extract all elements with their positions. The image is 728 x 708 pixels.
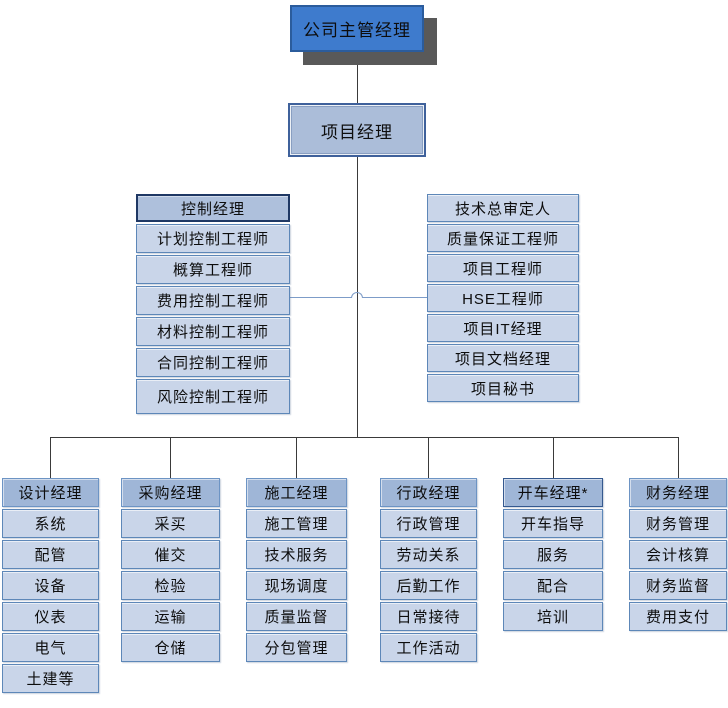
design-item: 设备 xyxy=(2,571,99,600)
company-chief-manager-box: 公司主管经理 xyxy=(290,5,424,52)
procurement-branch-header: 采购经理 xyxy=(121,478,220,507)
admin-item: 日常接待 xyxy=(380,602,477,631)
connector-drop-5 xyxy=(553,437,554,478)
construction-item: 现场调度 xyxy=(246,571,347,600)
admin-item: 劳动关系 xyxy=(380,540,477,569)
connector-drop-2 xyxy=(170,437,171,478)
connector-drop-6 xyxy=(678,437,679,478)
connector-drop-4 xyxy=(428,437,429,478)
staff-item: 项目文档经理 xyxy=(427,344,579,372)
staff-item: 项目IT经理 xyxy=(427,314,579,342)
design-branch-header: 设计经理 xyxy=(2,478,99,507)
admin-item: 工作活动 xyxy=(380,633,477,662)
finance-item: 财务管理 xyxy=(629,509,727,538)
connector-cross-left xyxy=(290,297,351,298)
finance-item: 会计核算 xyxy=(629,540,727,569)
control-item: 材料控制工程师 xyxy=(136,317,290,346)
control-item: 概算工程师 xyxy=(136,255,290,284)
admin-item: 行政管理 xyxy=(380,509,477,538)
procurement-branch: 采购经理 采买 催交 检验 运输 仓储 xyxy=(121,478,220,662)
commissioning-branch-header: 开车经理* xyxy=(503,478,603,507)
admin-branch: 行政经理 行政管理 劳动关系 后勤工作 日常接待 工作活动 xyxy=(380,478,477,662)
admin-branch-header: 行政经理 xyxy=(380,478,477,507)
procurement-item: 采买 xyxy=(121,509,220,538)
procurement-item: 仓储 xyxy=(121,633,220,662)
construction-item: 质量监督 xyxy=(246,602,347,631)
staff-branch: 技术总审定人 质量保证工程师 项目工程师 HSE工程师 项目IT经理 项目文档经… xyxy=(427,194,579,402)
control-item: 费用控制工程师 xyxy=(136,286,290,315)
control-item: 计划控制工程师 xyxy=(136,224,290,253)
design-item: 电气 xyxy=(2,633,99,662)
commissioning-item: 服务 xyxy=(503,540,603,569)
construction-branch-header: 施工经理 xyxy=(246,478,347,507)
design-item: 土建等 xyxy=(2,664,99,693)
staff-item: 项目工程师 xyxy=(427,254,579,282)
staff-item: 项目秘书 xyxy=(427,374,579,402)
connector-cross-right xyxy=(363,297,427,298)
finance-branch: 财务经理 财务管理 会计核算 财务监督 费用支付 xyxy=(629,478,727,631)
procurement-item: 运输 xyxy=(121,602,220,631)
staff-item: 质量保证工程师 xyxy=(427,224,579,252)
construction-branch: 施工经理 施工管理 技术服务 现场调度 质量监督 分包管理 xyxy=(246,478,347,662)
connector-top-vertical xyxy=(357,52,358,103)
construction-item: 分包管理 xyxy=(246,633,347,662)
connector-hop-arc xyxy=(351,292,363,298)
control-item: 风险控制工程师 xyxy=(136,379,290,414)
commissioning-item: 培训 xyxy=(503,602,603,631)
finance-item: 财务监督 xyxy=(629,571,727,600)
control-branch-header: 控制经理 xyxy=(136,194,290,222)
finance-branch-header: 财务经理 xyxy=(629,478,727,507)
design-branch: 设计经理 系统 配管 设备 仪表 电气 土建等 xyxy=(2,478,99,693)
connector-drop-1 xyxy=(50,437,51,478)
control-item: 合同控制工程师 xyxy=(136,348,290,377)
project-manager-box: 项目经理 xyxy=(288,103,426,157)
connector-bottom-rail xyxy=(50,437,678,438)
design-item: 仪表 xyxy=(2,602,99,631)
construction-item: 技术服务 xyxy=(246,540,347,569)
construction-item: 施工管理 xyxy=(246,509,347,538)
procurement-item: 催交 xyxy=(121,540,220,569)
finance-item: 费用支付 xyxy=(629,602,727,631)
design-item: 配管 xyxy=(2,540,99,569)
control-branch: 控制经理 计划控制工程师 概算工程师 费用控制工程师 材料控制工程师 合同控制工… xyxy=(136,194,290,414)
commissioning-branch: 开车经理* 开车指导 服务 配合 培训 xyxy=(503,478,603,631)
admin-item: 后勤工作 xyxy=(380,571,477,600)
connector-drop-3 xyxy=(296,437,297,478)
commissioning-item: 配合 xyxy=(503,571,603,600)
commissioning-item: 开车指导 xyxy=(503,509,603,538)
procurement-item: 检验 xyxy=(121,571,220,600)
staff-item: 技术总审定人 xyxy=(427,194,579,222)
staff-item: HSE工程师 xyxy=(427,284,579,312)
design-item: 系统 xyxy=(2,509,99,538)
